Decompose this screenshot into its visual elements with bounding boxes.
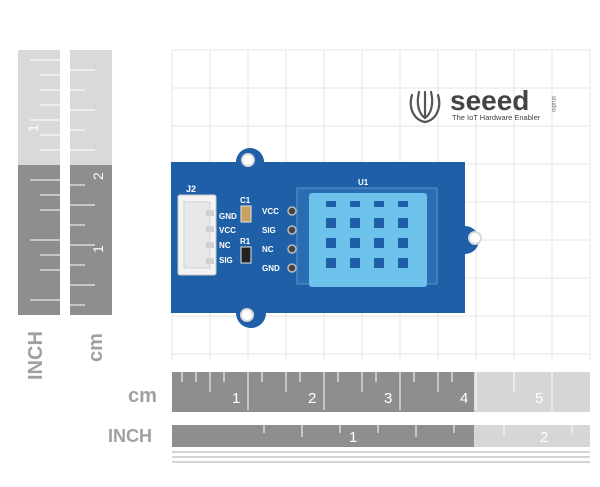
seeed-logo: seeed studio The IoT Hardware Enabler: [409, 85, 556, 124]
brand-tagline: The IoT Hardware Enabler: [452, 113, 541, 122]
mount-hole-right: [468, 231, 482, 245]
bottom-cm-tick-2: 2: [308, 390, 316, 407]
sensor-pin-gnd: GND: [262, 264, 280, 273]
connector-pin-vcc: VCC: [219, 226, 236, 235]
connector-ref: J2: [186, 184, 196, 194]
left-inch-tick-1: 1: [25, 124, 41, 132]
left-cm-ruler: 2 1: [70, 50, 112, 315]
sensor-pin-vcc: VCC: [262, 207, 279, 216]
dht11-sensor: [296, 187, 438, 287]
bottom-inch-ruler: 1 2: [172, 425, 590, 463]
connector-pin-nc: NC: [219, 241, 231, 250]
mount-hole-bottom: [240, 308, 254, 322]
connector-pin-gnd: GND: [219, 212, 237, 221]
sensor-solder-pads: [287, 206, 297, 273]
bottom-inch-label: INCH: [108, 426, 152, 446]
bottom-cm-tick-3: 3: [384, 390, 392, 407]
left-inch-label: INCH: [25, 331, 47, 380]
bottom-cm-label: cm: [128, 385, 157, 407]
grove-temp-humidity-board: J2 GND VCC NC SIG C1 R1 VCC SIG NC GND U…: [171, 148, 482, 328]
sensor-pin-nc: NC: [262, 245, 274, 254]
bottom-cm-tick-4: 4: [460, 390, 468, 407]
left-cm-tick-1: 1: [90, 245, 106, 253]
resistor-r1: [240, 246, 252, 264]
left-inch-ruler: 1 3: [18, 50, 106, 315]
bottom-inch-tick-1: 1: [349, 429, 357, 446]
connector-pin-sig: SIG: [219, 256, 233, 265]
brand-registered: studio: [550, 96, 556, 113]
bottom-cm-tick-5: 5: [535, 390, 543, 407]
bottom-inch-tick-2: 2: [540, 429, 548, 446]
grove-connector: [177, 194, 217, 276]
bottom-cm-ruler: 1 2 3 4 5: [172, 372, 590, 412]
bottom-cm-tick-1: 1: [232, 390, 240, 407]
sensor-ref: U1: [358, 178, 369, 187]
brand-name: seeed: [450, 85, 529, 116]
cap-ref: C1: [240, 196, 251, 205]
capacitor-c1: [240, 205, 252, 223]
sensor-pin-sig: SIG: [262, 226, 276, 235]
left-cm-label: cm: [85, 333, 107, 362]
left-cm-tick-2: 2: [90, 172, 106, 180]
mount-hole-top: [241, 153, 255, 167]
res-ref: R1: [240, 237, 251, 246]
